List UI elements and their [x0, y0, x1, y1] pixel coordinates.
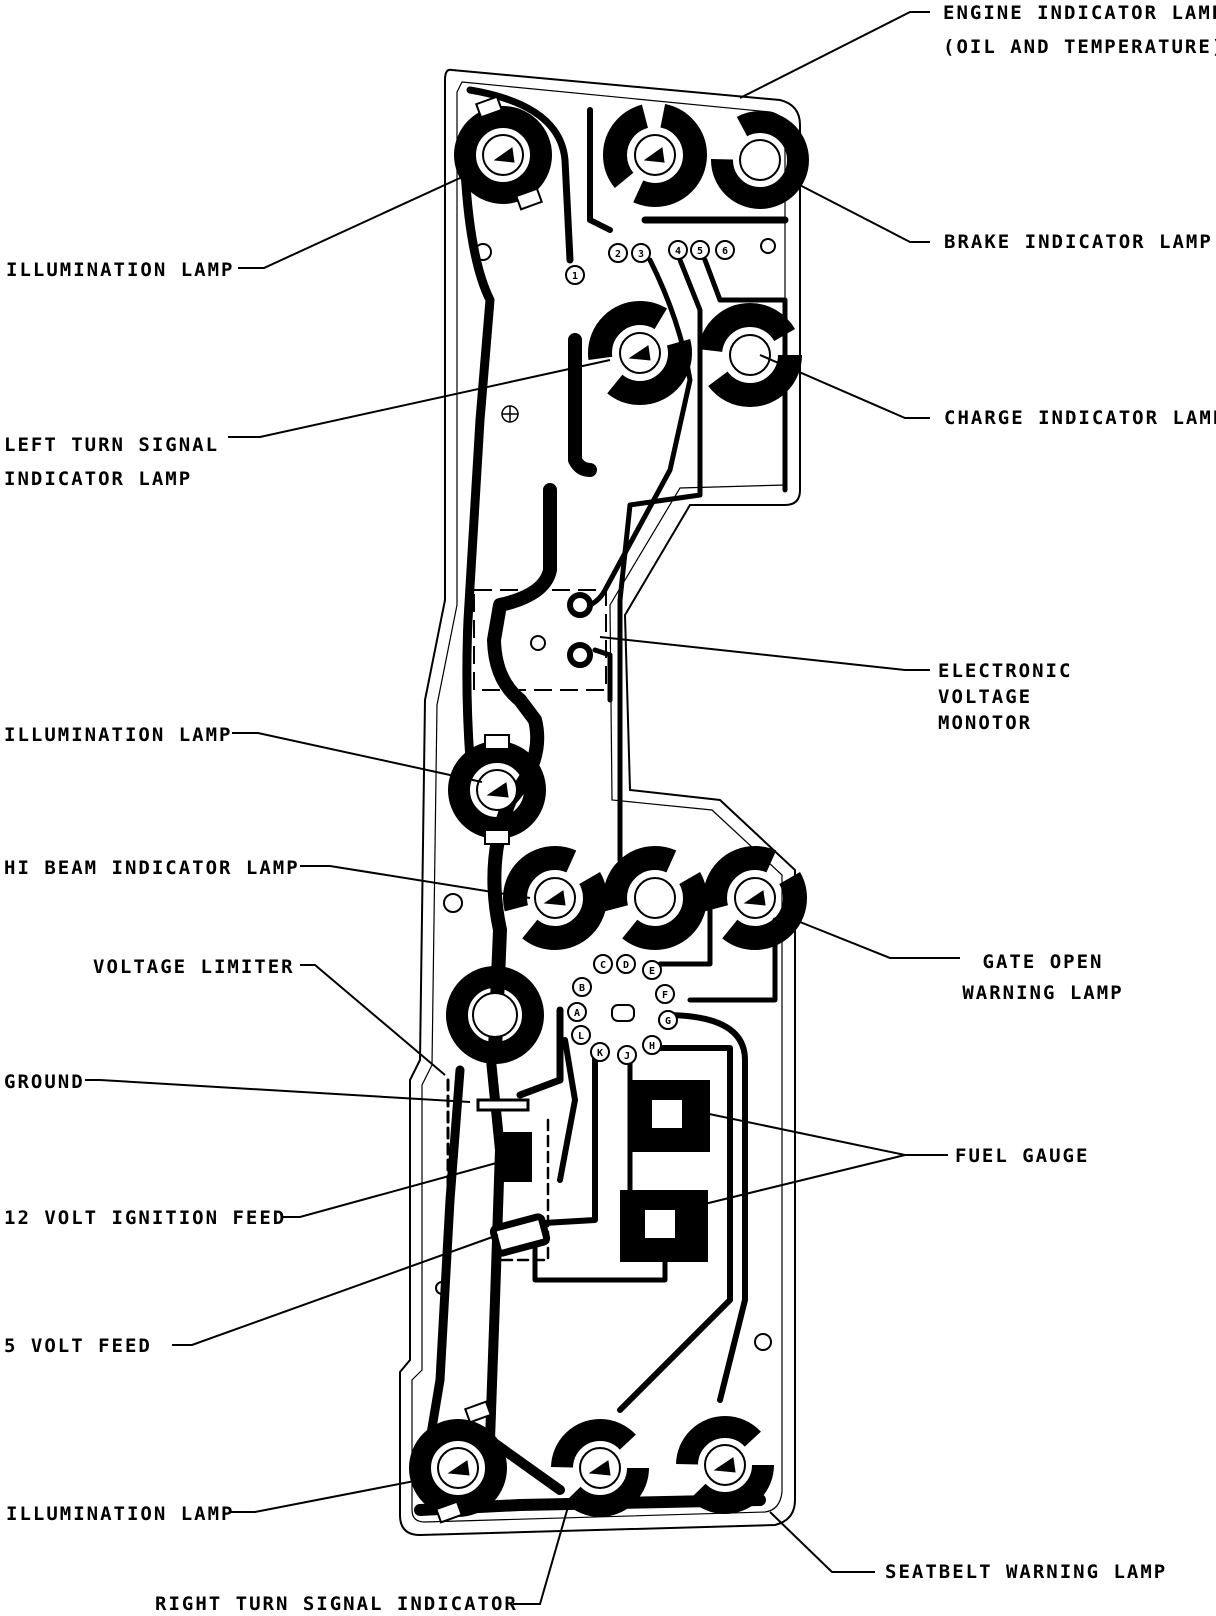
lamp-socket-illumination-low — [446, 966, 544, 1064]
label-left-turn-signal-indicator-lamp: LEFT TURN SIGNAL INDICATOR LAMP — [4, 434, 220, 490]
connector-pin-label: A — [574, 1008, 580, 1019]
lamp-socket-brake — [711, 111, 809, 209]
label-ground: GROUND — [4, 1071, 85, 1093]
fuel-gauge-pads — [476, 1004, 710, 1262]
leader-right-turn — [513, 1499, 571, 1605]
connector-pin: E — [642, 960, 662, 980]
leader-fuel-gauge-2 — [679, 1154, 906, 1211]
label-voltage-limiter: VOLTAGE LIMITER — [93, 956, 295, 978]
lamp-socket-right-turn — [551, 1419, 649, 1517]
connector-pin: G — [658, 1010, 678, 1030]
connector-pin-label: B — [579, 983, 585, 994]
connector-pin: J — [617, 1045, 637, 1065]
connector-pin: H — [642, 1035, 662, 1055]
connector-pins-top: 1 2 3 4 5 6 — [565, 240, 735, 285]
connector-pin-label: J — [624, 1051, 630, 1062]
connector-pin: L — [571, 1025, 591, 1045]
circuit-traces — [414, 86, 789, 1516]
connector-pin-label: 2 — [615, 249, 621, 260]
lamp-socket-charge — [698, 303, 802, 407]
connector-pin-label: K — [597, 1048, 603, 1059]
connector-pin-label: 4 — [675, 246, 681, 257]
leader-gate-open — [789, 917, 960, 959]
connector-pin-label: F — [662, 990, 668, 1001]
label-electronic-voltage-monitor: ELECTRONIC VOLTAGE MONOTOR — [938, 660, 1073, 734]
connector-pin-label: 3 — [638, 249, 644, 260]
connector-pin: 4 — [668, 240, 688, 260]
connector-pin: A — [567, 1002, 587, 1022]
connector-pin: 2 — [608, 243, 628, 263]
connector-pin-label: 1 — [572, 271, 578, 282]
leader-illumination-middle — [232, 732, 483, 783]
leader-left-turn — [228, 359, 611, 438]
lamp-socket-gate-open — [703, 846, 807, 950]
lamp-sockets — [409, 103, 809, 1517]
label-brake-indicator-lamp: BRAKE INDICATOR LAMP — [944, 231, 1213, 253]
connector-pin-label: H — [649, 1041, 655, 1052]
retainer-tabs — [434, 95, 544, 1524]
leader-voltage-limiter — [300, 964, 446, 1076]
label-seatbelt-warning-lamp: SEATBELT WARNING LAMP — [885, 1561, 1168, 1583]
leader-hi-beam — [300, 865, 531, 899]
leader-5v-feed — [172, 1234, 499, 1346]
label-gate-open-warning-lamp: GATE OPEN WARNING LAMP — [962, 951, 1124, 1004]
lamp-socket-illumination-middle — [448, 741, 546, 839]
connector-pins-bottom: A B C D E F G H J K L — [567, 954, 678, 1065]
label-illumination-lamp-middle: ILLUMINATION LAMP — [4, 724, 233, 746]
connector-pin: D — [616, 954, 636, 974]
lamp-socket-left-turn — [588, 301, 692, 405]
leader-charge-indicator — [759, 354, 930, 419]
connector-pin-label: D — [623, 960, 629, 971]
label-right-turn-signal-indicator: RIGHT TURN SIGNAL INDICATOR — [155, 1593, 518, 1615]
voltage-monitor-outline — [473, 589, 607, 691]
label-engine-indicator-lamp: ENGINE INDICATOR LAMP (OIL AND TEMPERATU… — [943, 2, 1216, 58]
connector-pin: 6 — [715, 240, 735, 260]
leader-illumination-bottom — [230, 1477, 431, 1513]
leader-12v-feed — [283, 1161, 501, 1218]
connector-pin-label: C — [600, 960, 606, 971]
label-5-volt-feed: 5 VOLT FEED — [4, 1335, 152, 1357]
connector-pin: 5 — [690, 240, 710, 260]
connector-pin-label: L — [578, 1031, 584, 1042]
leader-brake-indicator — [789, 179, 930, 243]
label-fuel-gauge: FUEL GAUGE — [955, 1145, 1090, 1167]
label-illumination-lamp-top: ILLUMINATION LAMP — [6, 259, 235, 281]
label-12-volt-ignition-feed: 12 VOLT IGNITION FEED — [4, 1207, 287, 1229]
alignment-mark — [501, 405, 519, 423]
connector-pin: F — [655, 984, 675, 1004]
leader-illumination-top — [238, 177, 461, 269]
lamp-socket-illumination-top — [454, 106, 552, 204]
leader-ground — [85, 1079, 471, 1103]
connector-pin-label: 6 — [722, 246, 728, 257]
leader-lines — [85, 11, 960, 1605]
lamp-socket-seatbelt — [676, 1416, 774, 1514]
connector-pin: C — [593, 954, 613, 974]
label-charge-indicator-lamp: CHARGE INDICATOR LAMP — [944, 407, 1216, 429]
lamp-socket-engine — [603, 103, 707, 207]
label-illumination-lamp-bottom: ILLUMINATION LAMP — [6, 1503, 235, 1525]
connector-pin: K — [590, 1042, 610, 1062]
connector-pin-label: E — [649, 966, 655, 977]
connector-pin: 3 — [631, 243, 651, 263]
leader-voltage-monitor — [599, 636, 930, 671]
leader-engine-indicator — [739, 11, 930, 99]
connector-pin: B — [572, 977, 592, 997]
lamp-socket-illumination-bottom — [409, 1419, 507, 1517]
lamp-socket-hi-beam — [503, 846, 607, 950]
leader-seatbelt — [769, 1511, 875, 1573]
label-hi-beam-indicator-lamp: HI BEAM INDICATOR LAMP — [4, 857, 300, 879]
connector-pin-label: 5 — [697, 246, 703, 257]
connector-pin-label: G — [665, 1016, 671, 1027]
lamp-socket-center — [603, 846, 707, 950]
connector-pin: 1 — [565, 265, 585, 285]
